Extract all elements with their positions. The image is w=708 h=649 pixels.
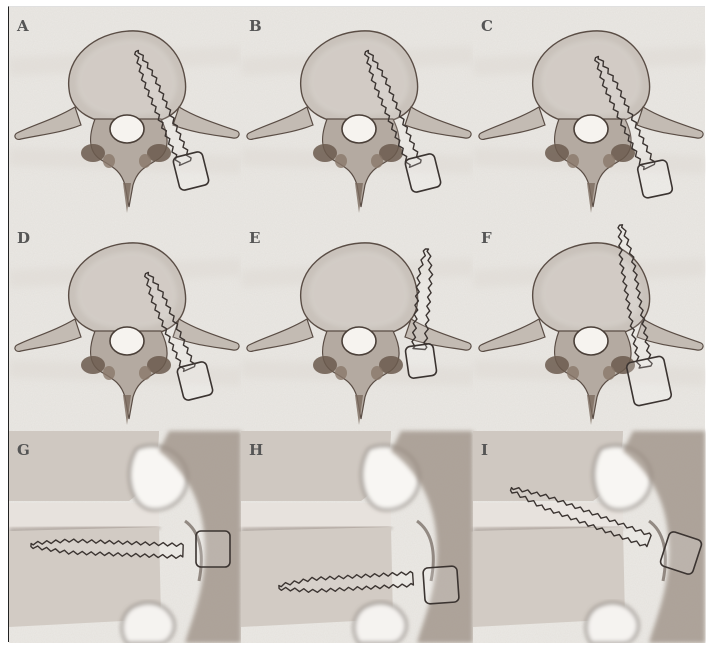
panel-c: C [473, 7, 705, 219]
panel-b: B [241, 7, 473, 219]
axial-vertebra-image [473, 219, 705, 431]
panel-label-b: B [249, 17, 262, 35]
panel-i: I [473, 431, 705, 643]
screw-placement-figure: A B C D E F G H I [8, 6, 705, 642]
axial-vertebra-image [241, 219, 473, 431]
pedicle-screw-head [637, 159, 673, 198]
panel-label-d: D [17, 229, 30, 247]
panel-f: F [473, 219, 705, 431]
panel-label-e: E [249, 229, 260, 247]
panel-a: A [9, 7, 241, 219]
pedicle-screw-head [405, 343, 437, 379]
panel-g: G [9, 431, 241, 643]
panel-e: E [241, 219, 473, 431]
panel-label-i: I [481, 441, 488, 459]
pedicle-screw-head [626, 356, 672, 407]
pedicle-screw-head [423, 566, 459, 604]
panel-label-g: G [17, 441, 30, 459]
panel-label-h: H [249, 441, 263, 459]
pedicle-screw-head [196, 531, 230, 567]
panel-d: D [9, 219, 241, 431]
axial-vertebra-image [9, 7, 241, 219]
panel-label-c: C [481, 17, 493, 35]
panel-label-a: A [16, 17, 29, 35]
axial-vertebra-image [9, 219, 241, 431]
panel-label-f: F [481, 229, 492, 247]
figure-canvas: A B C D E F G H I [9, 7, 706, 643]
lateral-vertebra-image [241, 431, 473, 643]
panel-h: H [241, 431, 473, 643]
